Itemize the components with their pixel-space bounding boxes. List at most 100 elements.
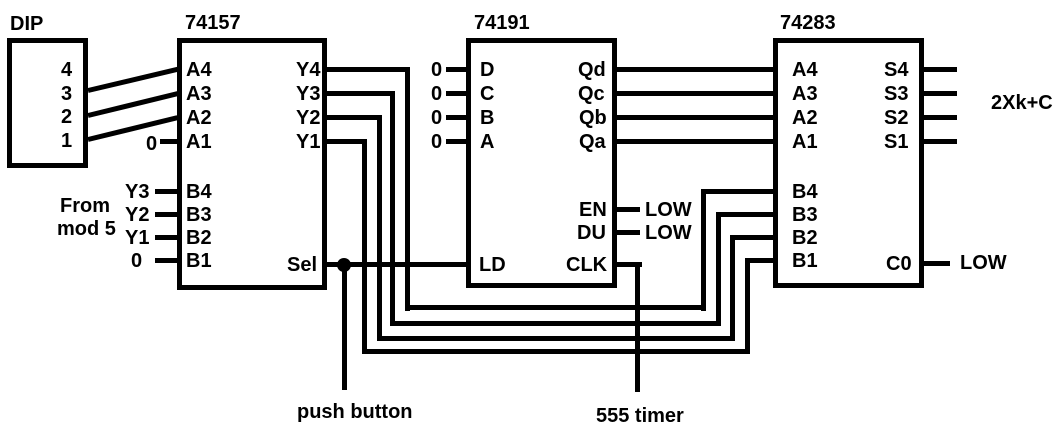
wire-y2-up <box>730 235 735 341</box>
adder-result-label: 2Xk+C <box>991 92 1053 114</box>
wire-y1-up <box>745 258 750 354</box>
adder-pin-s4: S4 <box>884 59 909 81</box>
dip-pin-2: 2 <box>61 106 73 128</box>
wire-b1-stub <box>155 258 178 263</box>
wire-y4-to-b4 <box>701 189 773 194</box>
mux-b3-source: Y2 <box>125 204 150 226</box>
wire-s1-stub <box>924 139 957 144</box>
wire-dip3-to-a3 <box>87 91 179 118</box>
wire-sel-to-ld <box>327 262 466 267</box>
wire-y1-stub <box>327 139 367 144</box>
adder-pin-a2: A2 <box>792 107 818 129</box>
wire-y4-stub <box>327 67 410 72</box>
counter-pin-d: D <box>480 59 495 81</box>
adder-pin-s3: S3 <box>884 83 909 105</box>
adder-pin-b3: B3 <box>792 204 818 226</box>
wire-c-stub <box>446 91 466 96</box>
adder-pin-b4: B4 <box>792 181 818 203</box>
wire-b3-stub <box>155 212 178 217</box>
dip-pin-3: 3 <box>61 83 73 105</box>
wire-qc-to-a3 <box>617 91 773 96</box>
wire-y2-across <box>377 336 735 341</box>
mux-pin-b1: B1 <box>186 250 212 272</box>
wire-y1-down <box>362 139 367 354</box>
wire-b-stub <box>446 115 466 120</box>
adder-pin-s1: S1 <box>884 131 909 153</box>
push-button-caption: push button <box>297 401 413 423</box>
wire-dip4-to-a4 <box>87 66 179 93</box>
mux-b4-source: Y3 <box>125 181 150 203</box>
wire-y2-stub <box>327 115 382 120</box>
adder-pin-b2: B2 <box>792 227 818 249</box>
counter-a-constant: 0 <box>431 131 443 153</box>
counter-pin-clk: CLK <box>566 254 608 276</box>
wire-dip2-to-a2 <box>87 115 178 142</box>
wire-y4-across <box>405 305 706 310</box>
adder-pin-a3: A3 <box>792 83 818 105</box>
wire-y3-to-b3 <box>716 212 773 217</box>
mux-pin-b4: B4 <box>186 181 212 203</box>
dip-title: DIP <box>10 13 44 35</box>
mux-b2-source: Y1 <box>125 227 150 249</box>
title-74283: 74283 <box>780 12 836 34</box>
timer-555-caption: 555 timer <box>596 405 684 427</box>
dip-switch-box <box>7 38 88 168</box>
wire-a-stub <box>446 139 466 144</box>
title-74191: 74191 <box>474 12 530 34</box>
counter-pin-qd: Qd <box>578 59 606 81</box>
wire-y1-to-b1 <box>745 258 773 263</box>
adder-pin-b1: B1 <box>792 250 818 272</box>
wire-sel-pushbutton <box>342 262 347 390</box>
wire-y4-up <box>701 189 706 311</box>
wire-y4-down <box>405 67 410 311</box>
wire-d-stub <box>446 67 466 72</box>
adder-pin-a1: A1 <box>792 131 818 153</box>
counter-pin-en: EN <box>579 199 607 221</box>
mux-b-source-caption-line1: From <box>60 195 110 217</box>
chip-74191-box <box>466 38 617 288</box>
wire-y1-across <box>362 349 750 354</box>
wire-a1-stub <box>160 139 177 144</box>
mux-pin-y3: Y3 <box>296 83 321 105</box>
mux-pin-b3: B3 <box>186 204 212 226</box>
mux-b1-source: 0 <box>131 250 143 272</box>
counter-pin-b: B <box>480 107 495 129</box>
wire-s4-stub <box>924 67 957 72</box>
mux-pin-a3: A3 <box>186 83 212 105</box>
wire-b2-stub <box>155 235 178 240</box>
counter-pin-du: DU <box>577 222 606 244</box>
wire-b4-stub <box>155 189 178 194</box>
chip-74283-box <box>773 38 924 288</box>
wire-y2-to-b2 <box>730 235 773 240</box>
counter-pin-qb: Qb <box>579 107 607 129</box>
mux-pin-y1: Y1 <box>296 131 321 153</box>
counter-pin-qc: Qc <box>578 83 605 105</box>
wire-qd-to-a4 <box>617 67 773 72</box>
adder-pin-c0: C0 <box>886 253 912 275</box>
counter-d-constant: 0 <box>431 59 443 81</box>
wire-clk-stub <box>617 262 642 267</box>
wire-c0-stub <box>924 261 950 266</box>
counter-b-constant: 0 <box>431 107 443 129</box>
mux-b-source-caption-line2: mod 5 <box>57 218 116 240</box>
counter-pin-ld: LD <box>479 254 506 276</box>
counter-pin-a: A <box>480 131 495 153</box>
adder-c0-level: LOW <box>960 252 1007 274</box>
counter-c-constant: 0 <box>431 83 443 105</box>
mux-pin-b2: B2 <box>186 227 212 249</box>
wire-y3-down <box>390 91 395 326</box>
mux-pin-a1: A1 <box>186 131 212 153</box>
wire-y3-up <box>716 212 721 326</box>
wire-s2-stub <box>924 115 957 120</box>
title-74157: 74157 <box>185 12 241 34</box>
adder-pin-s2: S2 <box>884 107 909 129</box>
counter-pin-qa: Qa <box>579 131 606 153</box>
adder-pin-a4: A4 <box>792 59 818 81</box>
chip-74157-box <box>177 38 327 290</box>
wire-s3-stub <box>924 91 957 96</box>
mux-a1-constant: 0 <box>146 133 158 155</box>
mux-pin-sel: Sel <box>287 254 318 276</box>
counter-du-level: LOW <box>645 222 692 244</box>
counter-en-level: LOW <box>645 199 692 221</box>
